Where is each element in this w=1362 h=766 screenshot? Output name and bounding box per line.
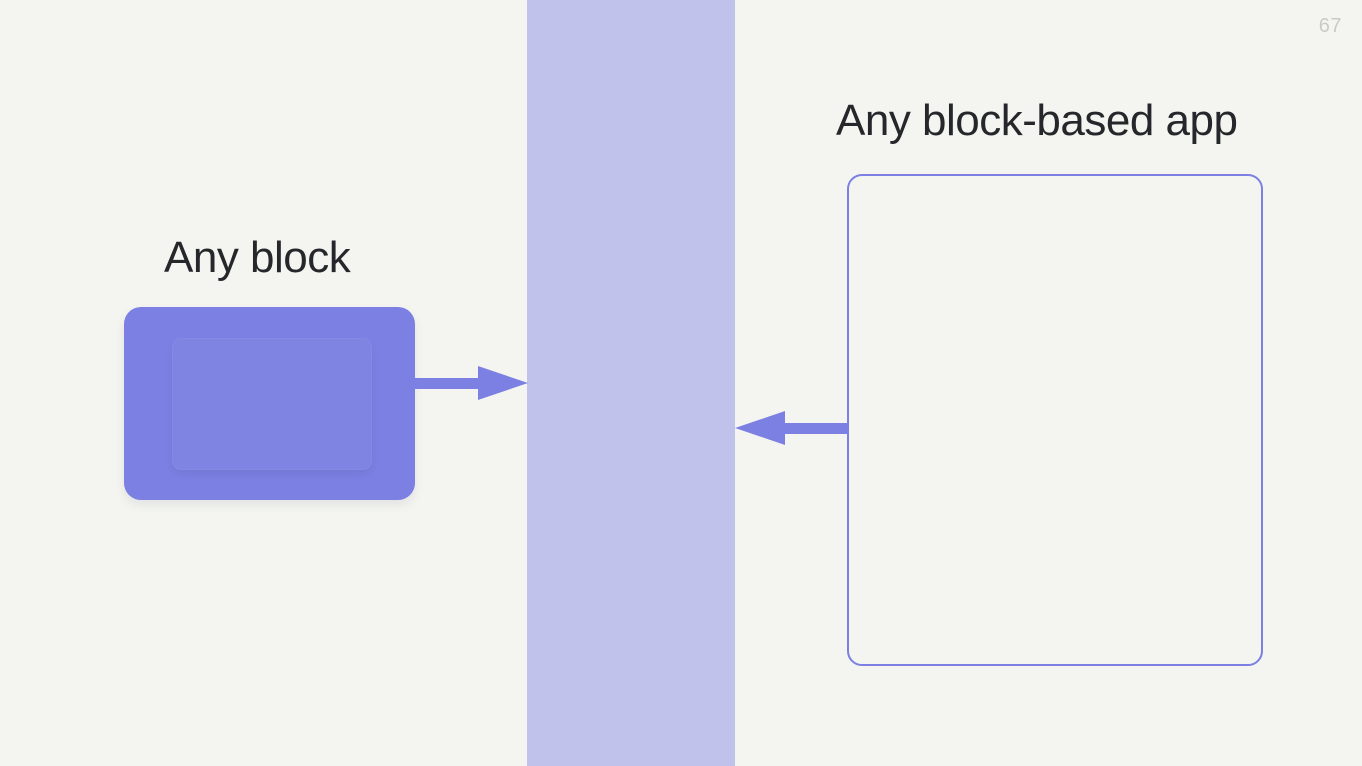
- arrow-shaft: [415, 378, 483, 389]
- block-inner-surface: [172, 338, 372, 470]
- arrow-head: [478, 366, 528, 400]
- any-block-based-app-frame: [847, 174, 1263, 666]
- arrow-app-to-band-icon: [735, 411, 849, 446]
- page-number: 67: [1318, 15, 1342, 37]
- left-heading: Any block: [164, 233, 351, 282]
- central-vertical-band: [527, 0, 735, 766]
- right-heading: Any block-based app: [836, 96, 1238, 145]
- arrow-block-to-band-icon: [415, 366, 528, 401]
- arrow-head: [735, 411, 785, 445]
- arrow-shaft: [781, 423, 849, 434]
- any-block-shape: [124, 307, 415, 500]
